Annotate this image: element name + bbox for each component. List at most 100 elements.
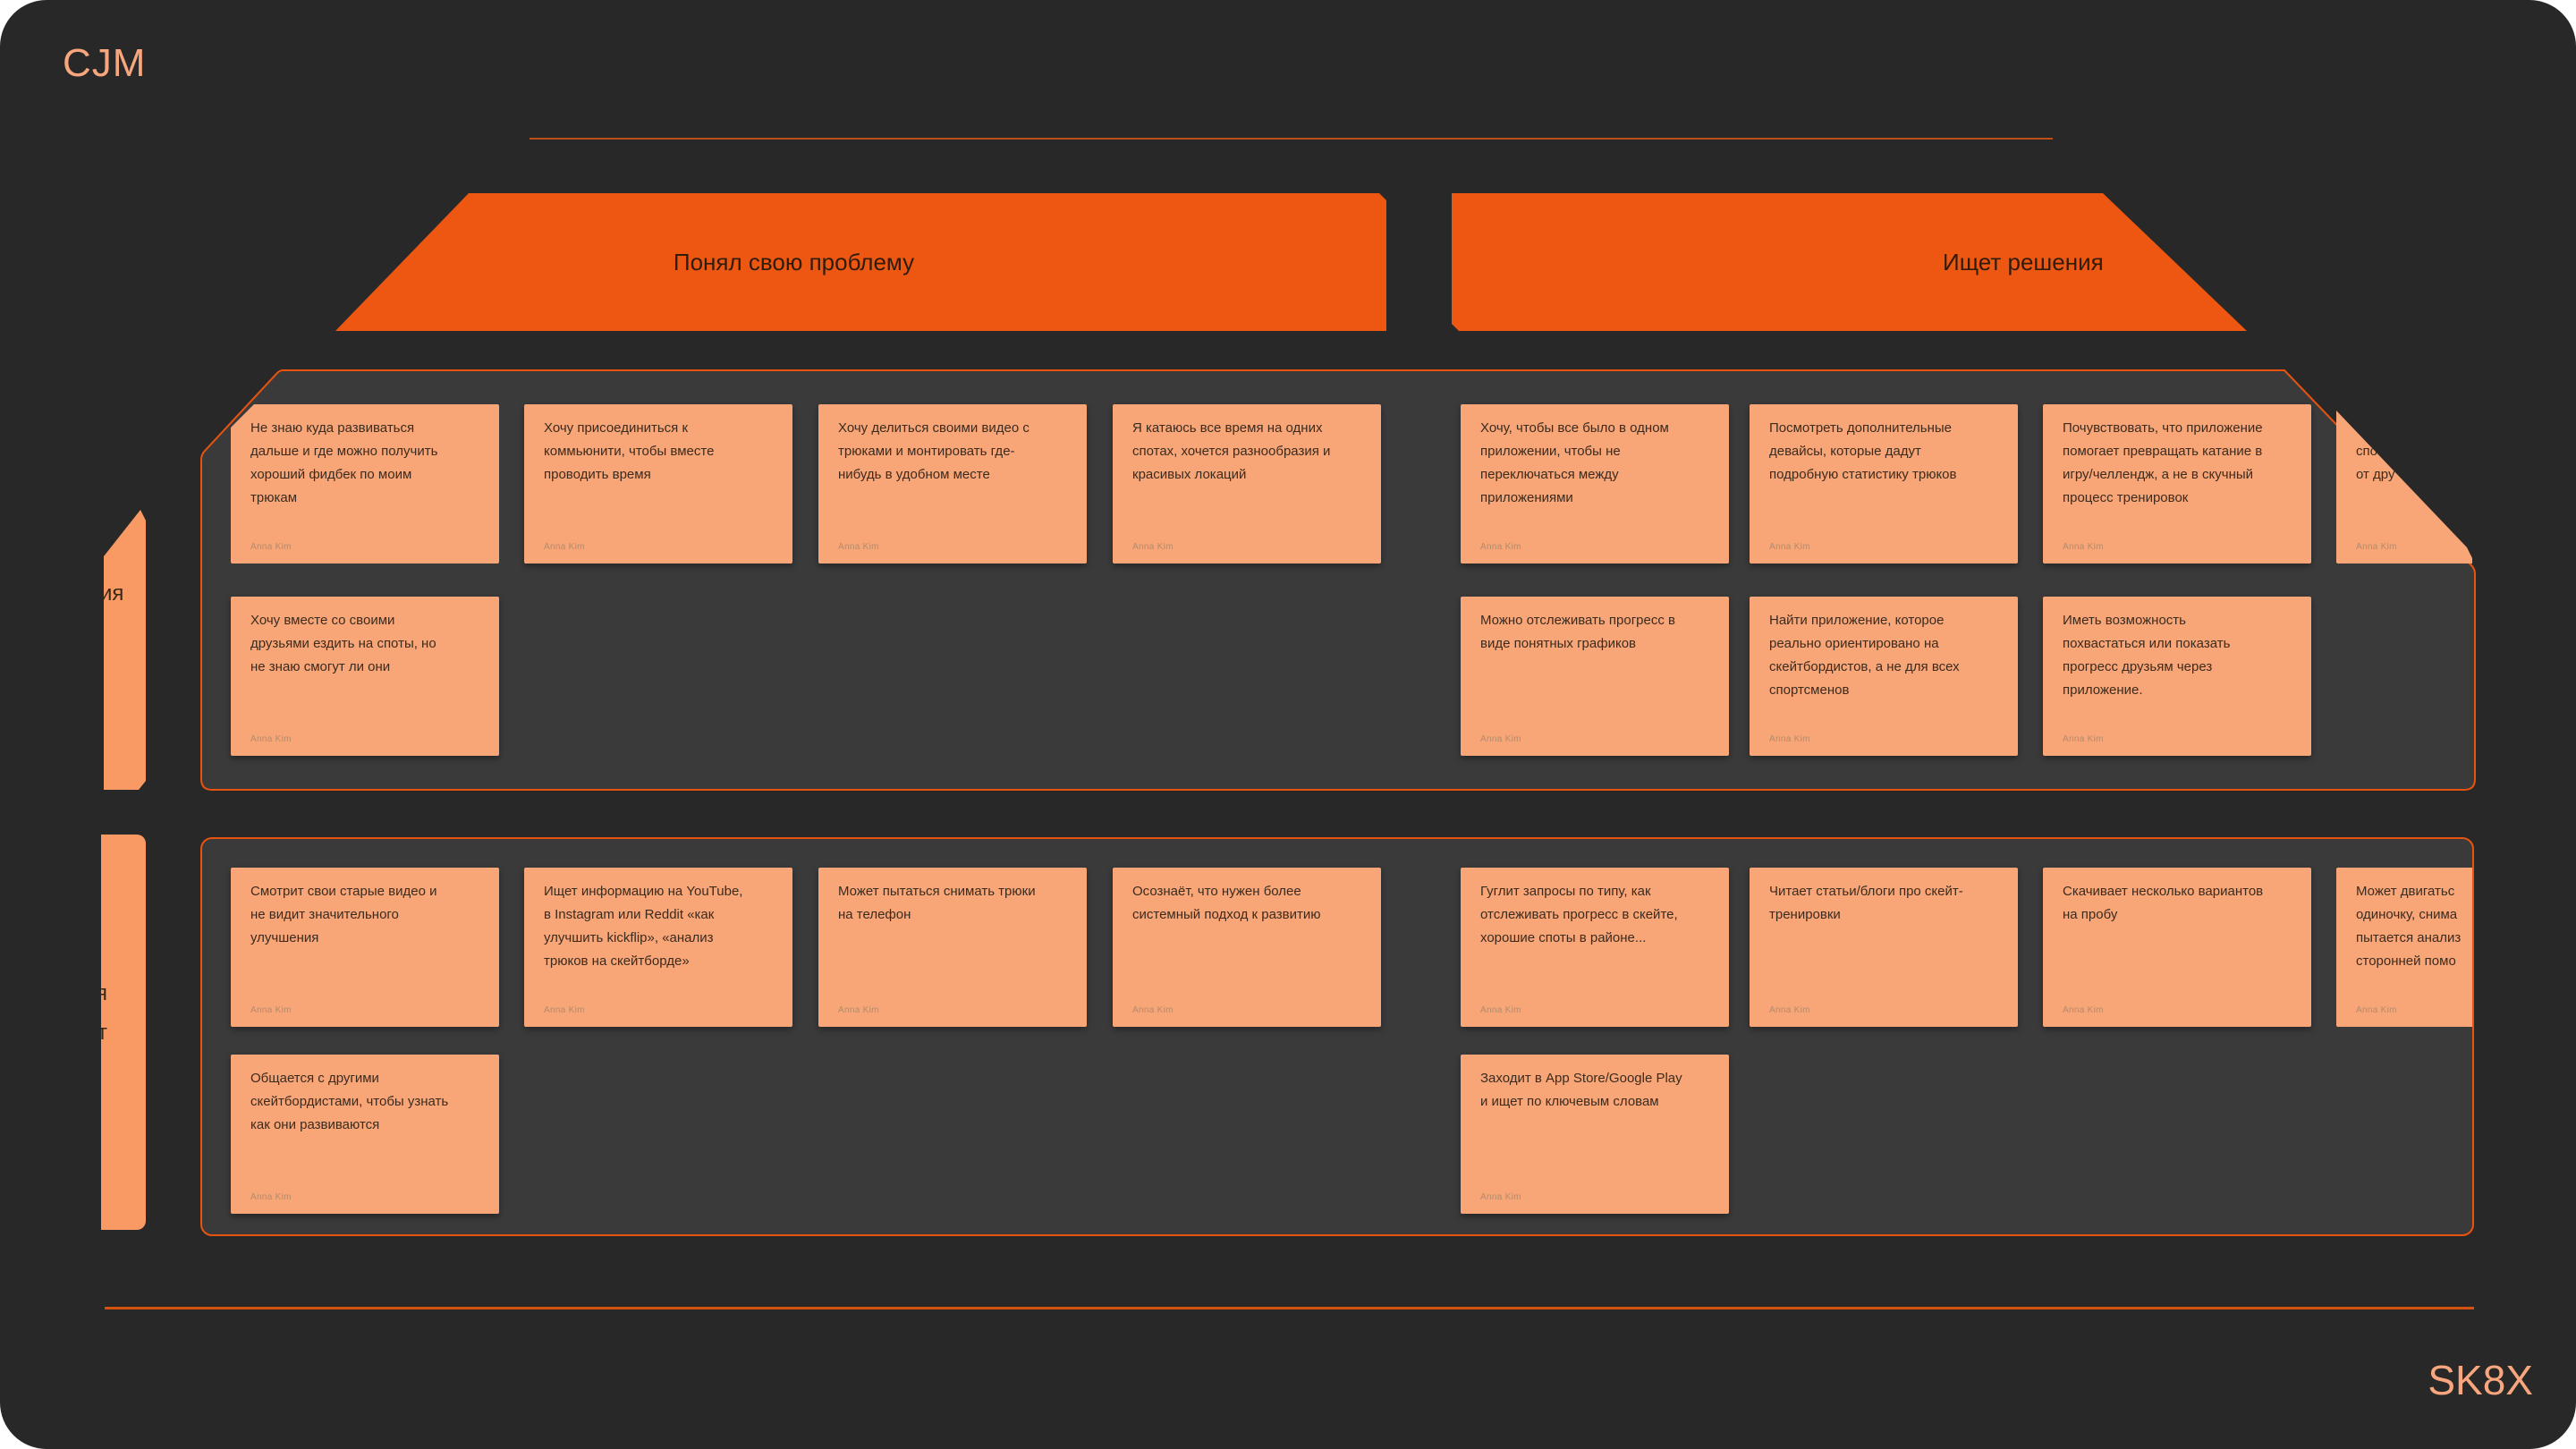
sticky-note-text-line: Может пытаться снимать трюки — [838, 884, 1036, 899]
row-label-bar-goals[interactable]: ия — [104, 510, 146, 790]
sticky-note-text-line: не знаю смогут ли они — [250, 659, 391, 674]
sticky-note-author: Anna Kim — [1480, 1192, 1521, 1202]
sticky-note-text-line: Хочу вместе со своими — [250, 613, 395, 628]
sticky-note-text-line: спортсменов — [1769, 682, 1850, 698]
sticky-note-text-line: Ищет информацию на YouTube, — [544, 884, 743, 899]
sticky-note-author: Anna Kim — [1769, 1005, 1810, 1015]
sticky-note-text-line: Иметь возможность — [2063, 613, 2186, 628]
sticky-note-text-line: пытается анализ — [2356, 930, 2462, 945]
sticky-note-text-line: от дру — [2356, 467, 2395, 482]
sticky-note-text-line: Гуглит запросы по типу, как — [1480, 884, 1651, 899]
sticky-note[interactable]: Хочу делиться своими видео с трюками и мо… — [818, 404, 1087, 564]
sticky-note-text-line: тренировки — [1769, 907, 1841, 922]
sticky-note-text-line: в Instagram или Reddit «как — [544, 907, 715, 922]
sticky-note-text-line: Найти приложение, которое — [1769, 613, 1945, 628]
sticky-note-text-line: Осознаёт, что нужен более — [1132, 884, 1301, 899]
stage-header-seeks-solutions[interactable]: Ищет решения — [1452, 193, 2247, 331]
row-label-bar-actions[interactable]: я т — [101, 835, 146, 1230]
sticky-note-text-line: спотах, хочется разнообразия и — [1132, 444, 1331, 459]
sticky-note-text-line: похвастаться или показать — [2063, 636, 2231, 651]
sticky-note-text-line: переключаться между — [1480, 467, 1619, 482]
sticky-note-text-line: Читает статьи/блоги про скейт- — [1769, 884, 1963, 899]
sticky-note[interactable]: Заходит в App Store/Google Play и ищет по… — [1461, 1055, 1729, 1214]
page-title[interactable]: CJM — [63, 41, 147, 85]
sticky-note-text-line: трюков на скейтборде» — [544, 953, 690, 969]
sticky-note-author: Anna Kim — [1769, 542, 1810, 552]
sticky-note-text-line: трюками и монтировать где- — [838, 444, 1015, 459]
sticky-note[interactable]: Гуглит запросы по типу, как отслеживать п… — [1461, 868, 1729, 1027]
sticky-note-text-line: дальше и где можно получить — [250, 444, 438, 459]
sticky-note-author: Anna Kim — [2063, 542, 2104, 552]
sticky-note-text-line: Заходит в App Store/Google Play — [1480, 1071, 1682, 1086]
stage-header-label: Понял свою проблему — [673, 248, 915, 275]
sticky-note-text-line: не видит значительного — [250, 907, 399, 922]
sticky-note[interactable]: Найти приложение, которое реально ориенти… — [1750, 597, 2018, 756]
sticky-note[interactable]: Читает статьи/блоги про скейт-тренировки… — [1750, 868, 2018, 1027]
sticky-note-author: Anna Kim — [2356, 1005, 2397, 1015]
sticky-note[interactable]: Иметь возможность похвастаться или показа… — [2043, 597, 2311, 756]
sticky-note-text-line: и ищет по ключевым словам — [1480, 1094, 1659, 1109]
sticky-note[interactable]: Почувствовать, что приложение помогает пр… — [2043, 404, 2311, 564]
sticky-note-text-line: на телефон — [838, 907, 911, 922]
sticky-note-author: Anna Kim — [2063, 734, 2104, 744]
sticky-note-author: Anna Kim — [1132, 542, 1174, 552]
sticky-note-text-line: Хочу делиться своими видео с — [838, 420, 1030, 436]
sticky-note-text-line: помогает превращать катание в — [2063, 444, 2263, 459]
sticky-note[interactable]: Хочу присоединиться к коммьюнити, чтобы в… — [524, 404, 792, 564]
sticky-note-author: Anna Kim — [250, 1005, 292, 1015]
sticky-note-author: Anna Kim — [544, 1005, 585, 1015]
sticky-note[interactable]: Хочу вместе со своими друзьями ездить на … — [231, 597, 499, 756]
sticky-note-text-line: Скачивает несколько вариантов — [2063, 884, 2264, 899]
sticky-note-text-line: процесс тренировок — [2063, 490, 2189, 505]
sticky-note-text-line: друзьями ездить на споты, но — [250, 636, 436, 651]
sticky-note-text-line: скейтбордистами, чтобы узнать — [250, 1094, 449, 1109]
sticky-note-text-line: прогресс друзьям через — [2063, 659, 2213, 674]
sticky-note-text-line: реально ориентировано на — [1769, 636, 1939, 651]
sticky-note-text-line: коммьюнити, чтобы вместе — [544, 444, 715, 459]
sticky-note-author: Anna Kim — [1132, 1005, 1174, 1015]
sticky-note-text-line: Можно отслеживать прогресс в — [1480, 613, 1675, 628]
sticky-note-text-line: сторонней помо — [2356, 953, 2456, 969]
brand-logo-text[interactable]: SK8X — [2428, 1357, 2533, 1403]
sticky-note-text-line: одиночку, снима — [2356, 907, 2458, 922]
sticky-note-text-line: приложениями — [1480, 490, 1573, 505]
sticky-note-author: Anna Kim — [1480, 734, 1521, 744]
sticky-note[interactable]: Смотрит свои старые видео и не видит знач… — [231, 868, 499, 1027]
sticky-note-text-line: улучшить kickflip», «анализ — [544, 930, 714, 945]
sticky-note-author: Anna Kim — [838, 542, 879, 552]
sticky-note-author: Anna Kim — [2356, 542, 2397, 552]
sticky-note-text-line: нибудь в удобном месте — [838, 467, 990, 482]
sticky-note-text-line: Хочу присоединиться к — [544, 420, 689, 436]
sticky-note-author: Anna Kim — [1480, 1005, 1521, 1015]
sticky-note-text-line: Смотрит свои старые видео и — [250, 884, 437, 899]
sticky-note-author: Anna Kim — [2063, 1005, 2104, 1015]
sticky-note-author: Anna Kim — [250, 1192, 292, 1202]
sticky-note-author: Anna Kim — [1769, 734, 1810, 744]
sticky-note-author: Anna Kim — [250, 542, 292, 552]
sticky-note-text-line: подробную статистику трюков — [1769, 467, 1957, 482]
sticky-note-text-line: приложение. — [2063, 682, 2143, 698]
sticky-note-text-line: Посмотреть дополнительные — [1769, 420, 1953, 436]
bottom-divider-line — [105, 1307, 2474, 1309]
sticky-note-text-line: приложении, чтобы не — [1480, 444, 1621, 459]
sticky-note-text-line: красивых локаций — [1132, 467, 1247, 482]
sticky-note-text-line: хороший фидбек по моим — [250, 467, 412, 482]
top-divider-line — [530, 138, 2053, 140]
sticky-note-text-line: на пробу — [2063, 907, 2118, 922]
sticky-note-text-line: хорошие споты в районе... — [1480, 930, 1647, 945]
stage-header-understood-problem[interactable]: Понял свою проблему — [335, 193, 1386, 331]
sticky-note[interactable]: Ищет информацию на YouTube, в Instagram и… — [524, 868, 792, 1027]
sticky-note-text-line: отслеживать прогресс в скейте, — [1480, 907, 1678, 922]
sticky-note-text-line: Почувствовать, что приложение — [2063, 420, 2263, 436]
